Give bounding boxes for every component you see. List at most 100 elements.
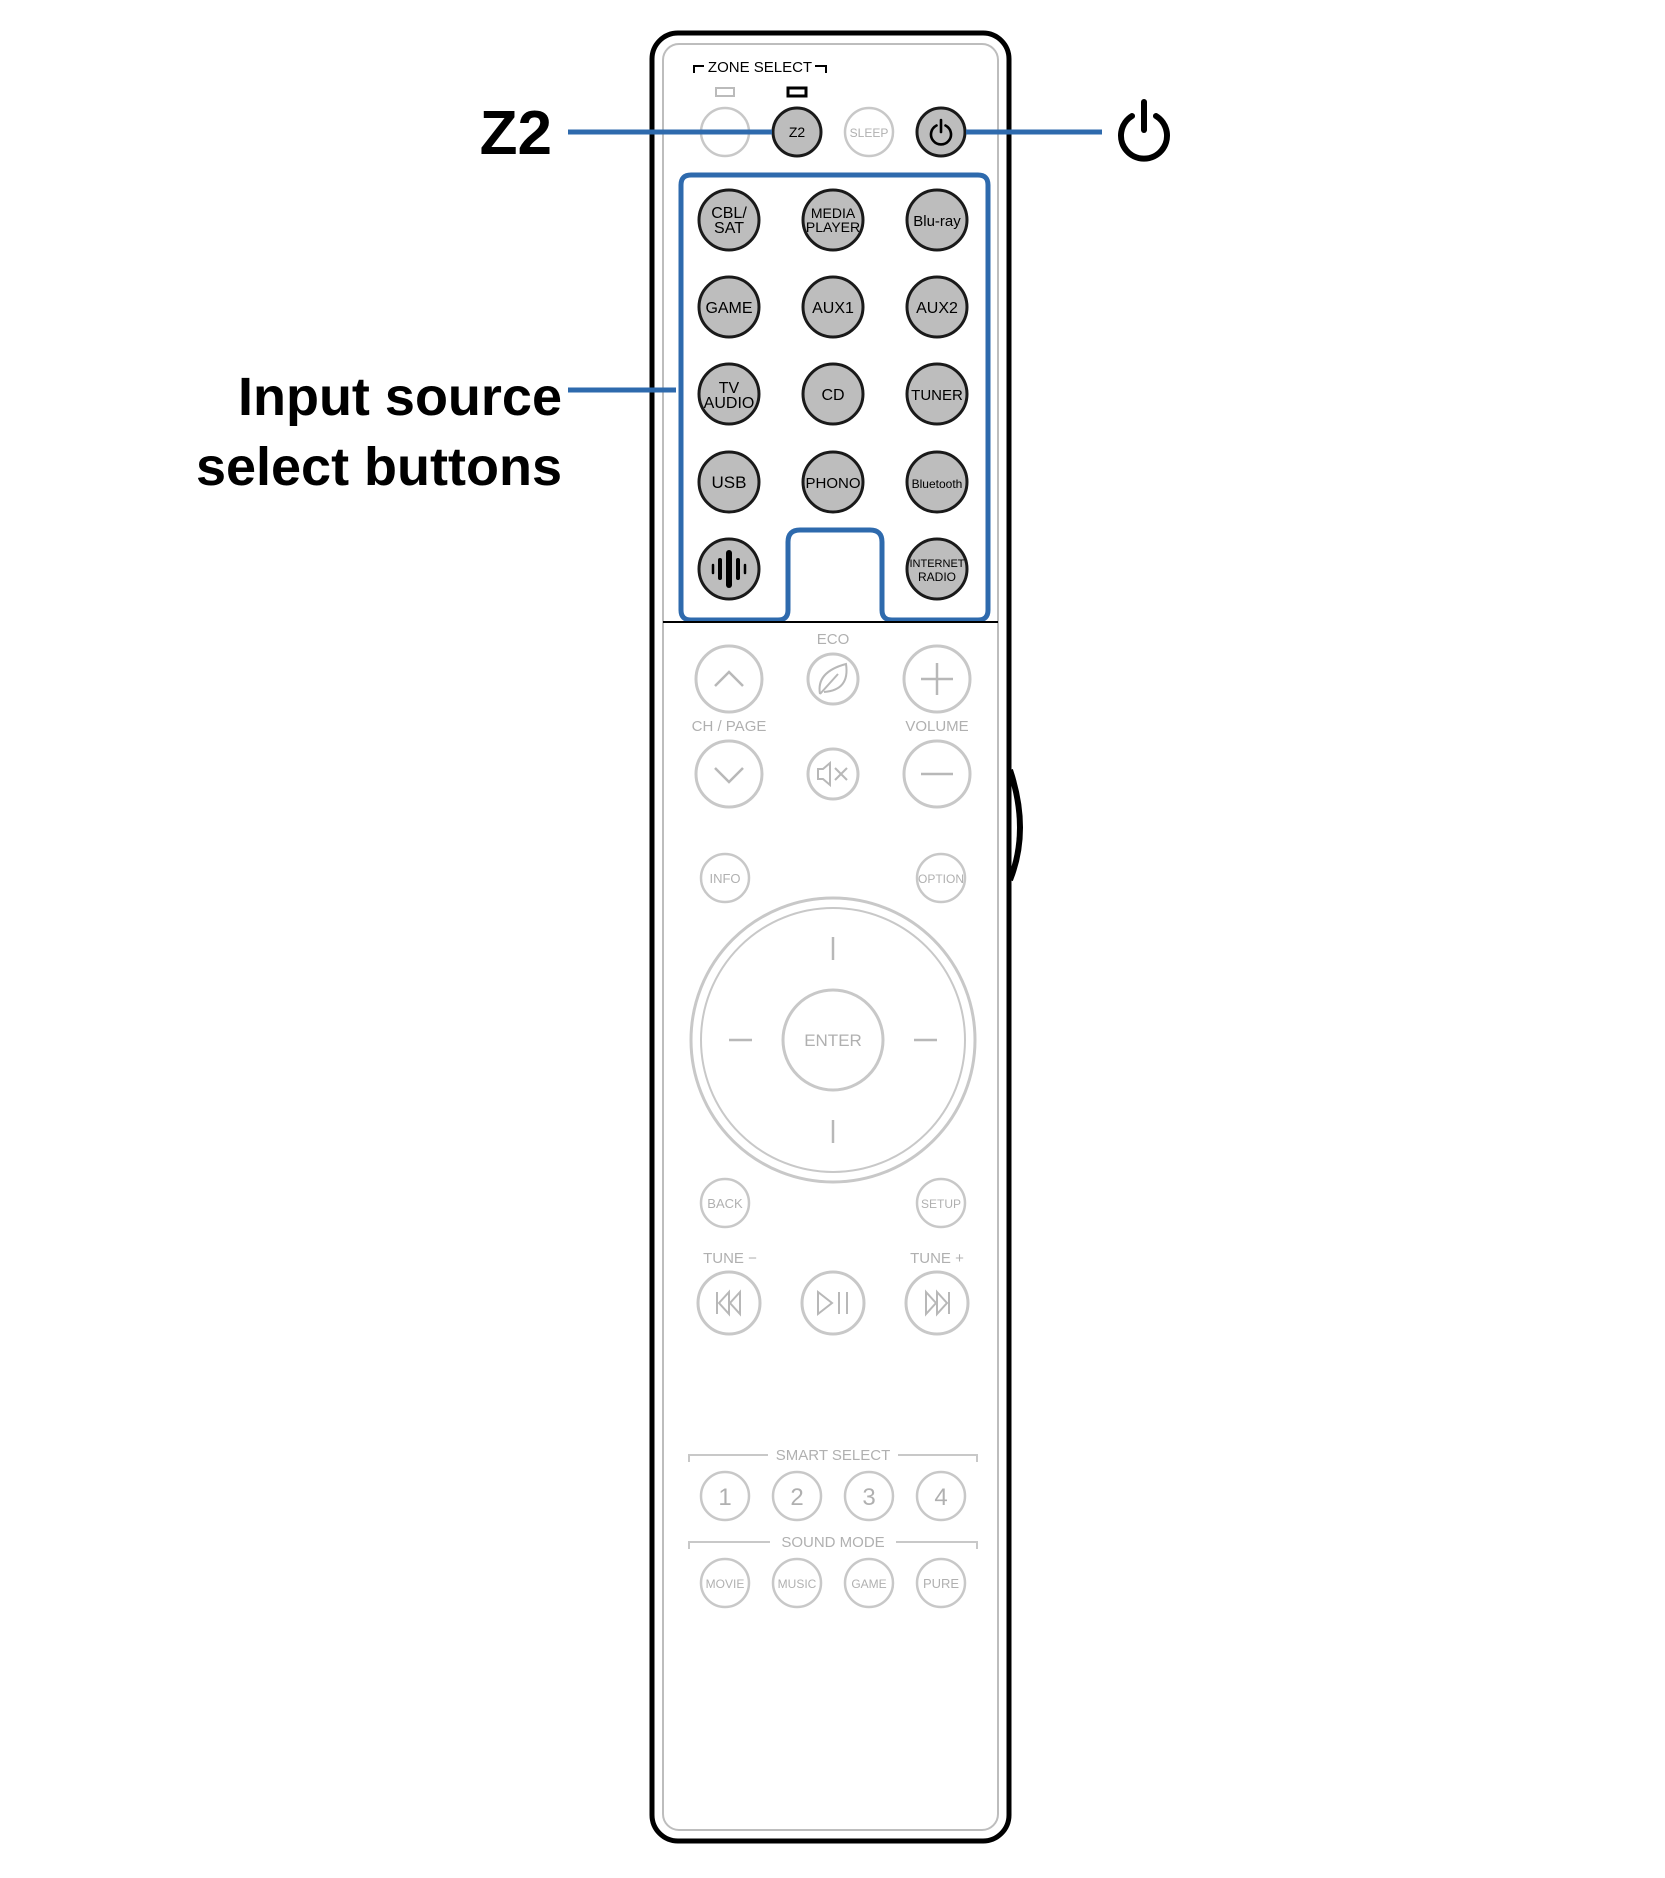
play-pause-icon: [817, 1289, 848, 1317]
tuner-button[interactable]: [905, 362, 969, 426]
leaf-icon: [818, 662, 848, 695]
pure-button[interactable]: [915, 1557, 967, 1609]
input-source-buttons: CBL/ SAT MEDIA PLAYER Blu-ray GAME AUX1 …: [697, 188, 969, 601]
transport-section: TUNE − TUNE +: [696, 1250, 970, 1336]
tune-minus-label: TUNE −: [703, 1250, 757, 1267]
zone-select-header: ZONE SELECT: [693, 59, 827, 98]
tuner-label: TUNER: [911, 387, 963, 404]
smart-select-2-button[interactable]: [771, 1470, 823, 1522]
music-button[interactable]: [771, 1557, 823, 1609]
bluray-label: Blu-ray: [913, 213, 961, 230]
option-label: OPTION: [918, 872, 964, 886]
phono-button[interactable]: [801, 450, 865, 514]
mute-button[interactable]: [806, 747, 860, 801]
cd-button[interactable]: [801, 362, 865, 426]
game-button[interactable]: [697, 275, 761, 339]
sleep-button-label: SLEEP: [850, 126, 889, 140]
setup-button[interactable]: [915, 1177, 967, 1229]
game-mode-label: GAME: [851, 1577, 886, 1591]
internet-radio-button[interactable]: [905, 537, 969, 601]
option-button[interactable]: [915, 852, 967, 904]
zone-select-label: ZONE SELECT: [708, 59, 812, 76]
aux1-button[interactable]: [801, 275, 865, 339]
game-mode-button[interactable]: [843, 1557, 895, 1609]
callout-input-source-line1: Input source: [238, 367, 562, 427]
plus-icon: [921, 663, 953, 695]
tune-plus-label: TUNE +: [910, 1250, 964, 1267]
tv-audio-label-1: TV: [719, 380, 740, 397]
smart-select-3-button[interactable]: [843, 1470, 895, 1522]
smart-select-2-label: 2: [790, 1484, 803, 1511]
cd-label: CD: [821, 387, 844, 404]
chevron-down-icon: [714, 767, 744, 784]
sound-mode-bracket-left: [688, 1541, 770, 1549]
ch-page-up-button[interactable]: [694, 644, 764, 714]
callout-lines: [568, 129, 1102, 393]
smart-select-bracket-left: [688, 1454, 768, 1462]
callout-z2: Z2: [480, 99, 552, 168]
volume-channel-section: ECO CH / PAGE VOLUME: [692, 631, 972, 809]
zone-indicator-z2: [786, 86, 808, 98]
bluetooth-label: Bluetooth: [912, 477, 963, 491]
smart-select-section: SMART SELECT 1 2 3 4: [688, 1447, 978, 1522]
bluetooth-button[interactable]: [905, 450, 969, 514]
sound-mode-label: SOUND MODE: [781, 1534, 884, 1551]
tv-audio-label-2: AUDIO: [704, 395, 755, 412]
input-source-highlight: [678, 172, 991, 623]
game-label: GAME: [705, 300, 752, 317]
skip-forward-icon: [925, 1289, 950, 1317]
aux1-label: AUX1: [812, 300, 854, 317]
sound-mode-bracket-right: [896, 1541, 978, 1549]
mute-icon: [817, 760, 848, 788]
media-player-label-2: PLAYER: [806, 219, 860, 235]
smart-select-4-label: 4: [934, 1484, 947, 1511]
chevron-up-icon: [714, 670, 744, 687]
smart-select-1-label: 1: [718, 1484, 731, 1511]
info-label: INFO: [709, 871, 740, 886]
usb-button[interactable]: [697, 450, 761, 514]
eco-label: ECO: [817, 631, 850, 648]
smart-select-1-button[interactable]: [699, 1470, 751, 1522]
z2-button-label: Z2: [789, 124, 806, 140]
enter-button[interactable]: [781, 988, 885, 1092]
smart-select-bracket-right: [898, 1454, 978, 1462]
callout-power-icon: [1118, 99, 1170, 162]
internet-radio-label-2: RADIO: [918, 570, 956, 584]
smart-select-label: SMART SELECT: [776, 1447, 890, 1464]
media-player-button[interactable]: [801, 188, 865, 252]
aux2-button[interactable]: [905, 275, 969, 339]
cbl-sat-label-2: SAT: [714, 220, 744, 237]
movie-label: MOVIE: [706, 1577, 745, 1591]
heos-icon: [711, 550, 747, 588]
sound-mode-section: SOUND MODE MOVIE MUSIC GAME PURE: [688, 1534, 978, 1609]
enter-label: ENTER: [804, 1031, 862, 1050]
cbl-sat-button[interactable]: [697, 188, 761, 252]
phono-label: PHONO: [805, 475, 860, 492]
cbl-sat-label-1: CBL/: [711, 205, 747, 222]
ch-page-down-button[interactable]: [694, 739, 764, 809]
movie-button[interactable]: [699, 1557, 751, 1609]
pure-label: PURE: [923, 1576, 959, 1591]
sleep-button[interactable]: [843, 106, 895, 158]
smart-select-4-button[interactable]: [915, 1470, 967, 1522]
smart-select-3-label: 3: [862, 1484, 875, 1511]
usb-label: USB: [712, 473, 747, 492]
music-label: MUSIC: [778, 1577, 817, 1591]
volume-label: VOLUME: [905, 718, 968, 735]
internet-radio-label-1: INTERNET: [910, 558, 965, 570]
setup-label: SETUP: [921, 1197, 961, 1211]
power-icon: [929, 118, 953, 146]
info-button[interactable]: [699, 852, 751, 904]
ch-page-label: CH / PAGE: [692, 718, 767, 735]
back-button[interactable]: [699, 1177, 751, 1229]
z2-button[interactable]: [771, 106, 823, 158]
aux2-label: AUX2: [916, 300, 958, 317]
bluray-button[interactable]: [905, 188, 969, 252]
media-player-label-1: MEDIA: [811, 205, 856, 221]
zone-indicator-main: [715, 87, 735, 97]
skip-back-icon: [716, 1289, 741, 1317]
tv-audio-button[interactable]: [697, 362, 761, 426]
back-label: BACK: [707, 1196, 743, 1211]
callout-input-source-line2: select buttons: [196, 437, 562, 497]
